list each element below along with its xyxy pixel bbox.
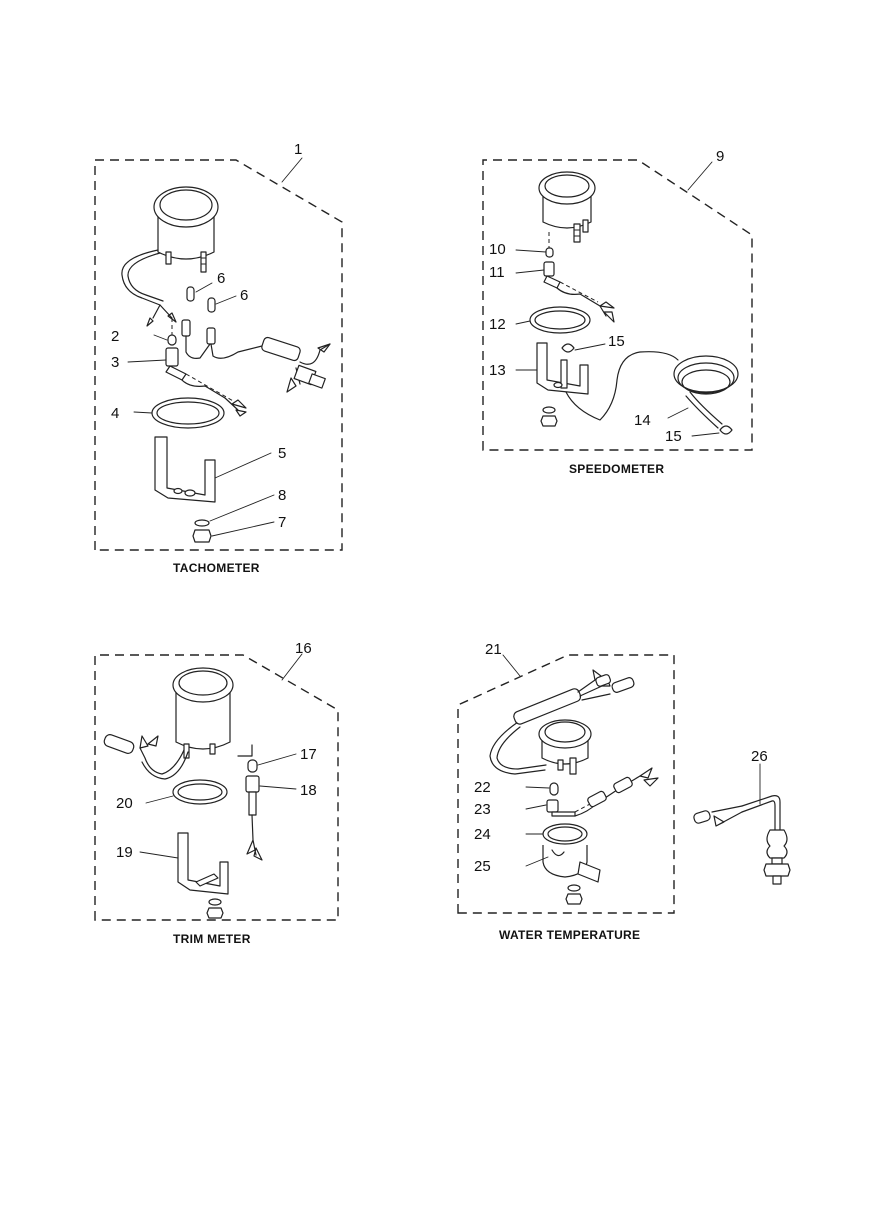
- water-temperature-gauge: [538, 719, 592, 775]
- callout-15a: 15: [608, 333, 625, 350]
- callout-6a: 6: [217, 270, 225, 287]
- washer: [542, 406, 556, 414]
- bulb-22: [549, 782, 559, 796]
- speedometer-frame: [482, 159, 753, 451]
- nut: [565, 893, 583, 905]
- speedometer-group: 9 10 11 12 15 13 14 15 SPEEDOMETER: [482, 148, 753, 476]
- tachometer-frame: [94, 159, 343, 551]
- callout-17: 17: [300, 746, 317, 763]
- callout-1: 1: [294, 141, 302, 158]
- callout-13: 13: [489, 362, 506, 379]
- bracket-19: [177, 832, 229, 895]
- water-temperature-group: 21 22 23 24 25 WATER TEMPERATURE: [457, 641, 675, 942]
- caption-water-temperature: WATER TEMPERATURE: [499, 928, 640, 942]
- trim-meter-frame: [94, 654, 339, 921]
- bulb-2: [167, 334, 177, 346]
- tachometer-gauge: [153, 186, 219, 273]
- socket-3: [165, 347, 187, 381]
- washer: [208, 898, 222, 906]
- callout-22: 22: [474, 779, 491, 796]
- callout-23: 23: [474, 801, 491, 818]
- callout-24: 24: [474, 826, 491, 843]
- callout-18: 18: [300, 782, 317, 799]
- socket-23: [546, 799, 576, 817]
- callout-15b: 15: [665, 428, 682, 445]
- bracket-13: [536, 342, 589, 395]
- terminal-cap-6: [181, 286, 216, 345]
- callout-12: 12: [489, 316, 506, 333]
- clip-15b: [719, 425, 733, 435]
- callout-10: 10: [489, 241, 506, 258]
- cup-bracket-25: [542, 845, 601, 883]
- caption-trim-meter: TRIM METER: [173, 932, 251, 946]
- callout-21: 21: [485, 641, 502, 658]
- caption-tachometer: TACHOMETER: [173, 561, 260, 575]
- water-temperature-frame: [457, 654, 675, 914]
- callout-6b: 6: [240, 287, 248, 304]
- callout-9: 9: [716, 148, 724, 165]
- nut-7: [192, 529, 212, 543]
- nut: [206, 907, 224, 919]
- tachometer-group: 1 2 3 4 5 6 6 8 7 TACHOMETER: [94, 141, 343, 575]
- callout-4: 4: [111, 405, 119, 422]
- callout-5: 5: [278, 445, 286, 462]
- trim-meter-gauge: [172, 667, 234, 759]
- socket-11: [543, 261, 561, 289]
- bracket-5: [154, 436, 216, 503]
- callout-7: 7: [278, 514, 286, 531]
- trim-meter-group: 16 17 18 20 19 TRIM METER: [94, 640, 339, 946]
- callout-16: 16: [295, 640, 312, 657]
- callout-20: 20: [116, 795, 133, 812]
- o-ring-20: [172, 779, 228, 805]
- o-ring-12: [529, 306, 591, 334]
- o-ring-4: [151, 397, 225, 429]
- callout-2: 2: [111, 328, 119, 345]
- callout-19: 19: [116, 844, 133, 861]
- o-ring-24: [542, 823, 588, 845]
- nut: [540, 415, 558, 427]
- clip-15: [561, 343, 575, 353]
- callout-11: 11: [489, 264, 505, 281]
- callout-26: 26: [751, 748, 768, 765]
- temperature-sender-26: 26: [693, 748, 791, 885]
- callout-14: 14: [634, 412, 651, 429]
- bulb-17: [247, 759, 258, 773]
- hose-14: [565, 351, 739, 429]
- caption-speedometer: SPEEDOMETER: [569, 462, 664, 476]
- speedometer-gauge: [538, 171, 596, 243]
- washer: [567, 884, 581, 892]
- socket-18: [245, 775, 260, 816]
- bulb-10: [545, 247, 554, 258]
- callout-8: 8: [278, 487, 286, 504]
- callout-25: 25: [474, 858, 491, 875]
- callout-3: 3: [111, 354, 119, 371]
- washer-8: [194, 519, 210, 527]
